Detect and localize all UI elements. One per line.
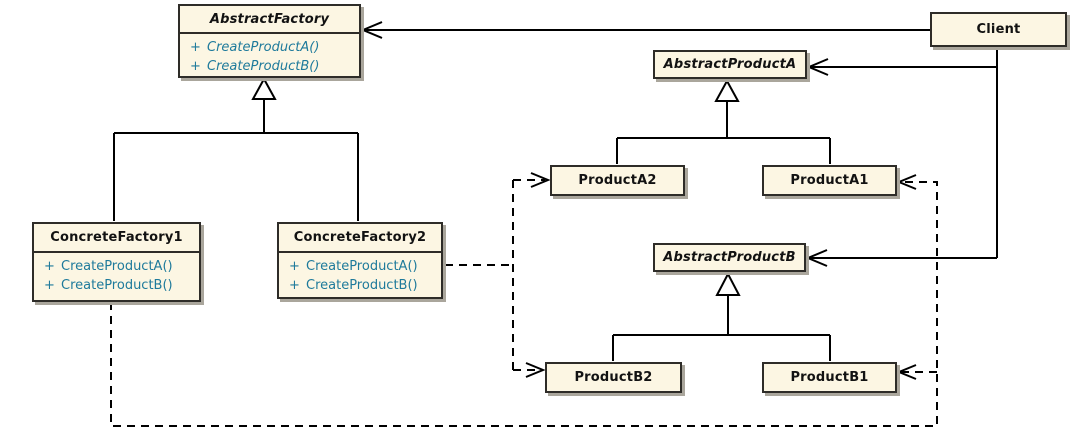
method-signature: CreateProductB() — [306, 278, 418, 293]
generalization-products-b — [612, 271, 831, 361]
dependency-concretefactory2 — [445, 172, 551, 378]
method-list: + CreateProductA() + CreateProductB() — [279, 253, 441, 295]
dependency-line — [110, 181, 938, 427]
generalization-factories — [113, 76, 359, 221]
class-title: ProductA2 — [578, 173, 657, 188]
open-arrowhead-icon — [806, 58, 829, 76]
class-title: ConcreteFactory2 — [279, 224, 441, 253]
class-title: ProductA1 — [790, 173, 869, 188]
class-box-abstractproductb[interactable]: AbstractProductB — [653, 243, 806, 272]
class-box-concretefactory1[interactable]: ConcreteFactory1 + CreateProductA() + Cr… — [32, 222, 201, 302]
class-title: AbstractProductB — [663, 250, 796, 265]
method-signature: CreateProductB() — [207, 59, 320, 74]
generalization-triangle-icon — [715, 271, 741, 296]
association-client-abstractfactory — [360, 21, 930, 39]
generalization-triangle-icon — [251, 76, 277, 100]
class-box-abstractproducta[interactable]: AbstractProductA — [653, 50, 807, 79]
method-row: + CreateProductA() — [180, 38, 359, 57]
generalization-line — [616, 101, 831, 164]
association-client-abstractproducts — [805, 47, 998, 267]
method-row: + CreateProductB() — [180, 57, 359, 76]
open-arrowhead-icon — [896, 174, 917, 190]
open-arrowhead-icon — [896, 364, 917, 380]
method-row: + CreateProductB() — [279, 276, 441, 295]
method-row: + CreateProductA() — [34, 257, 199, 276]
generalization-triangle-icon — [714, 78, 740, 102]
method-row: + CreateProductB() — [34, 276, 199, 295]
visibility-symbol: + — [44, 278, 55, 293]
class-title: ConcreteFactory1 — [34, 224, 199, 253]
class-title: Client — [976, 22, 1021, 37]
class-box-concretefactory2[interactable]: ConcreteFactory2 + CreateProductA() + Cr… — [277, 222, 443, 299]
method-signature: CreateProductA() — [207, 40, 320, 55]
open-arrowhead-icon — [360, 21, 383, 39]
class-box-productb1[interactable]: ProductB1 — [762, 362, 897, 393]
class-box-productb2[interactable]: ProductB2 — [545, 362, 682, 393]
open-arrowhead-icon — [530, 172, 551, 188]
class-title: ProductB1 — [790, 370, 869, 385]
generalization-line — [612, 295, 831, 361]
method-list: + CreateProductA() + CreateProductB() — [34, 253, 199, 295]
open-arrowhead-icon — [525, 362, 546, 378]
visibility-symbol: + — [289, 259, 300, 274]
class-title: ProductB2 — [574, 370, 653, 385]
class-box-producta1[interactable]: ProductA1 — [762, 165, 897, 196]
method-signature: CreateProductA() — [61, 259, 173, 274]
visibility-symbol: + — [289, 278, 300, 293]
generalization-line — [113, 99, 359, 221]
generalization-products-a — [616, 78, 831, 164]
class-title: AbstractFactory — [180, 6, 359, 34]
dependency-concretefactory1 — [110, 174, 938, 427]
open-arrowhead-icon — [805, 249, 828, 267]
visibility-symbol: + — [190, 59, 201, 74]
class-title: AbstractProductA — [663, 57, 797, 72]
method-row: + CreateProductA() — [279, 257, 441, 276]
class-box-client[interactable]: Client — [930, 12, 1067, 47]
visibility-symbol: + — [190, 40, 201, 55]
class-box-producta2[interactable]: ProductA2 — [550, 165, 685, 196]
method-signature: CreateProductB() — [61, 278, 173, 293]
visibility-symbol: + — [44, 259, 55, 274]
method-list: + CreateProductA() + CreateProductB() — [180, 34, 359, 76]
method-signature: CreateProductA() — [306, 259, 418, 274]
class-box-abstractfactory[interactable]: AbstractFactory + CreateProductA() + Cre… — [178, 4, 361, 78]
